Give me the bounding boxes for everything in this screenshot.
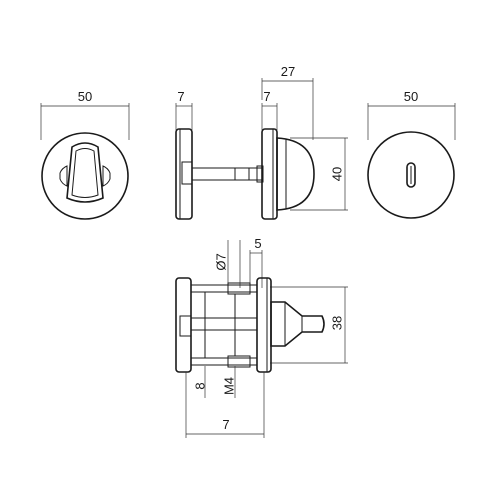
side-knob-height-label: 40	[329, 167, 344, 181]
bottom-diameter-label: Ø7	[213, 253, 228, 270]
back-rose-width-label: 50	[404, 89, 418, 104]
front-rose-width-label: 50	[78, 89, 92, 104]
side-knob-projection-label: 27	[281, 64, 295, 79]
side-section-thickness-label: 7	[177, 89, 184, 104]
side-knob-thickness-label: 7	[263, 89, 270, 104]
side-rose-plate	[175, 128, 193, 220]
top-screw-post	[227, 282, 251, 295]
thumbturn-knob	[66, 142, 104, 203]
back-rose-view: 50	[367, 89, 456, 219]
back-rose-circle	[367, 131, 455, 219]
side-knob-dome	[276, 137, 315, 211]
side-knob-rose-plate	[261, 128, 278, 220]
side-knob-view: 7 27 40	[256, 64, 348, 220]
front-rose-circle	[41, 132, 129, 220]
bottom-section-view: Ø7 5 38 8 M4	[175, 236, 348, 438]
bottom-screw-post	[227, 355, 251, 368]
bottom-label-8: 8	[192, 382, 207, 389]
front-rose-view: 50	[40, 89, 130, 220]
bottom-left-rose	[175, 277, 192, 373]
bottom-depth-label: 7	[222, 417, 229, 432]
side-section-view: 7	[175, 89, 263, 220]
emergency-slot	[406, 162, 416, 188]
bottom-spacing-label: 5	[254, 236, 261, 251]
bottom-right-rose	[256, 277, 272, 373]
bottom-knob-cap	[270, 301, 325, 347]
bottom-label-m4: M4	[221, 377, 236, 395]
bottom-height-label: 38	[329, 316, 344, 330]
